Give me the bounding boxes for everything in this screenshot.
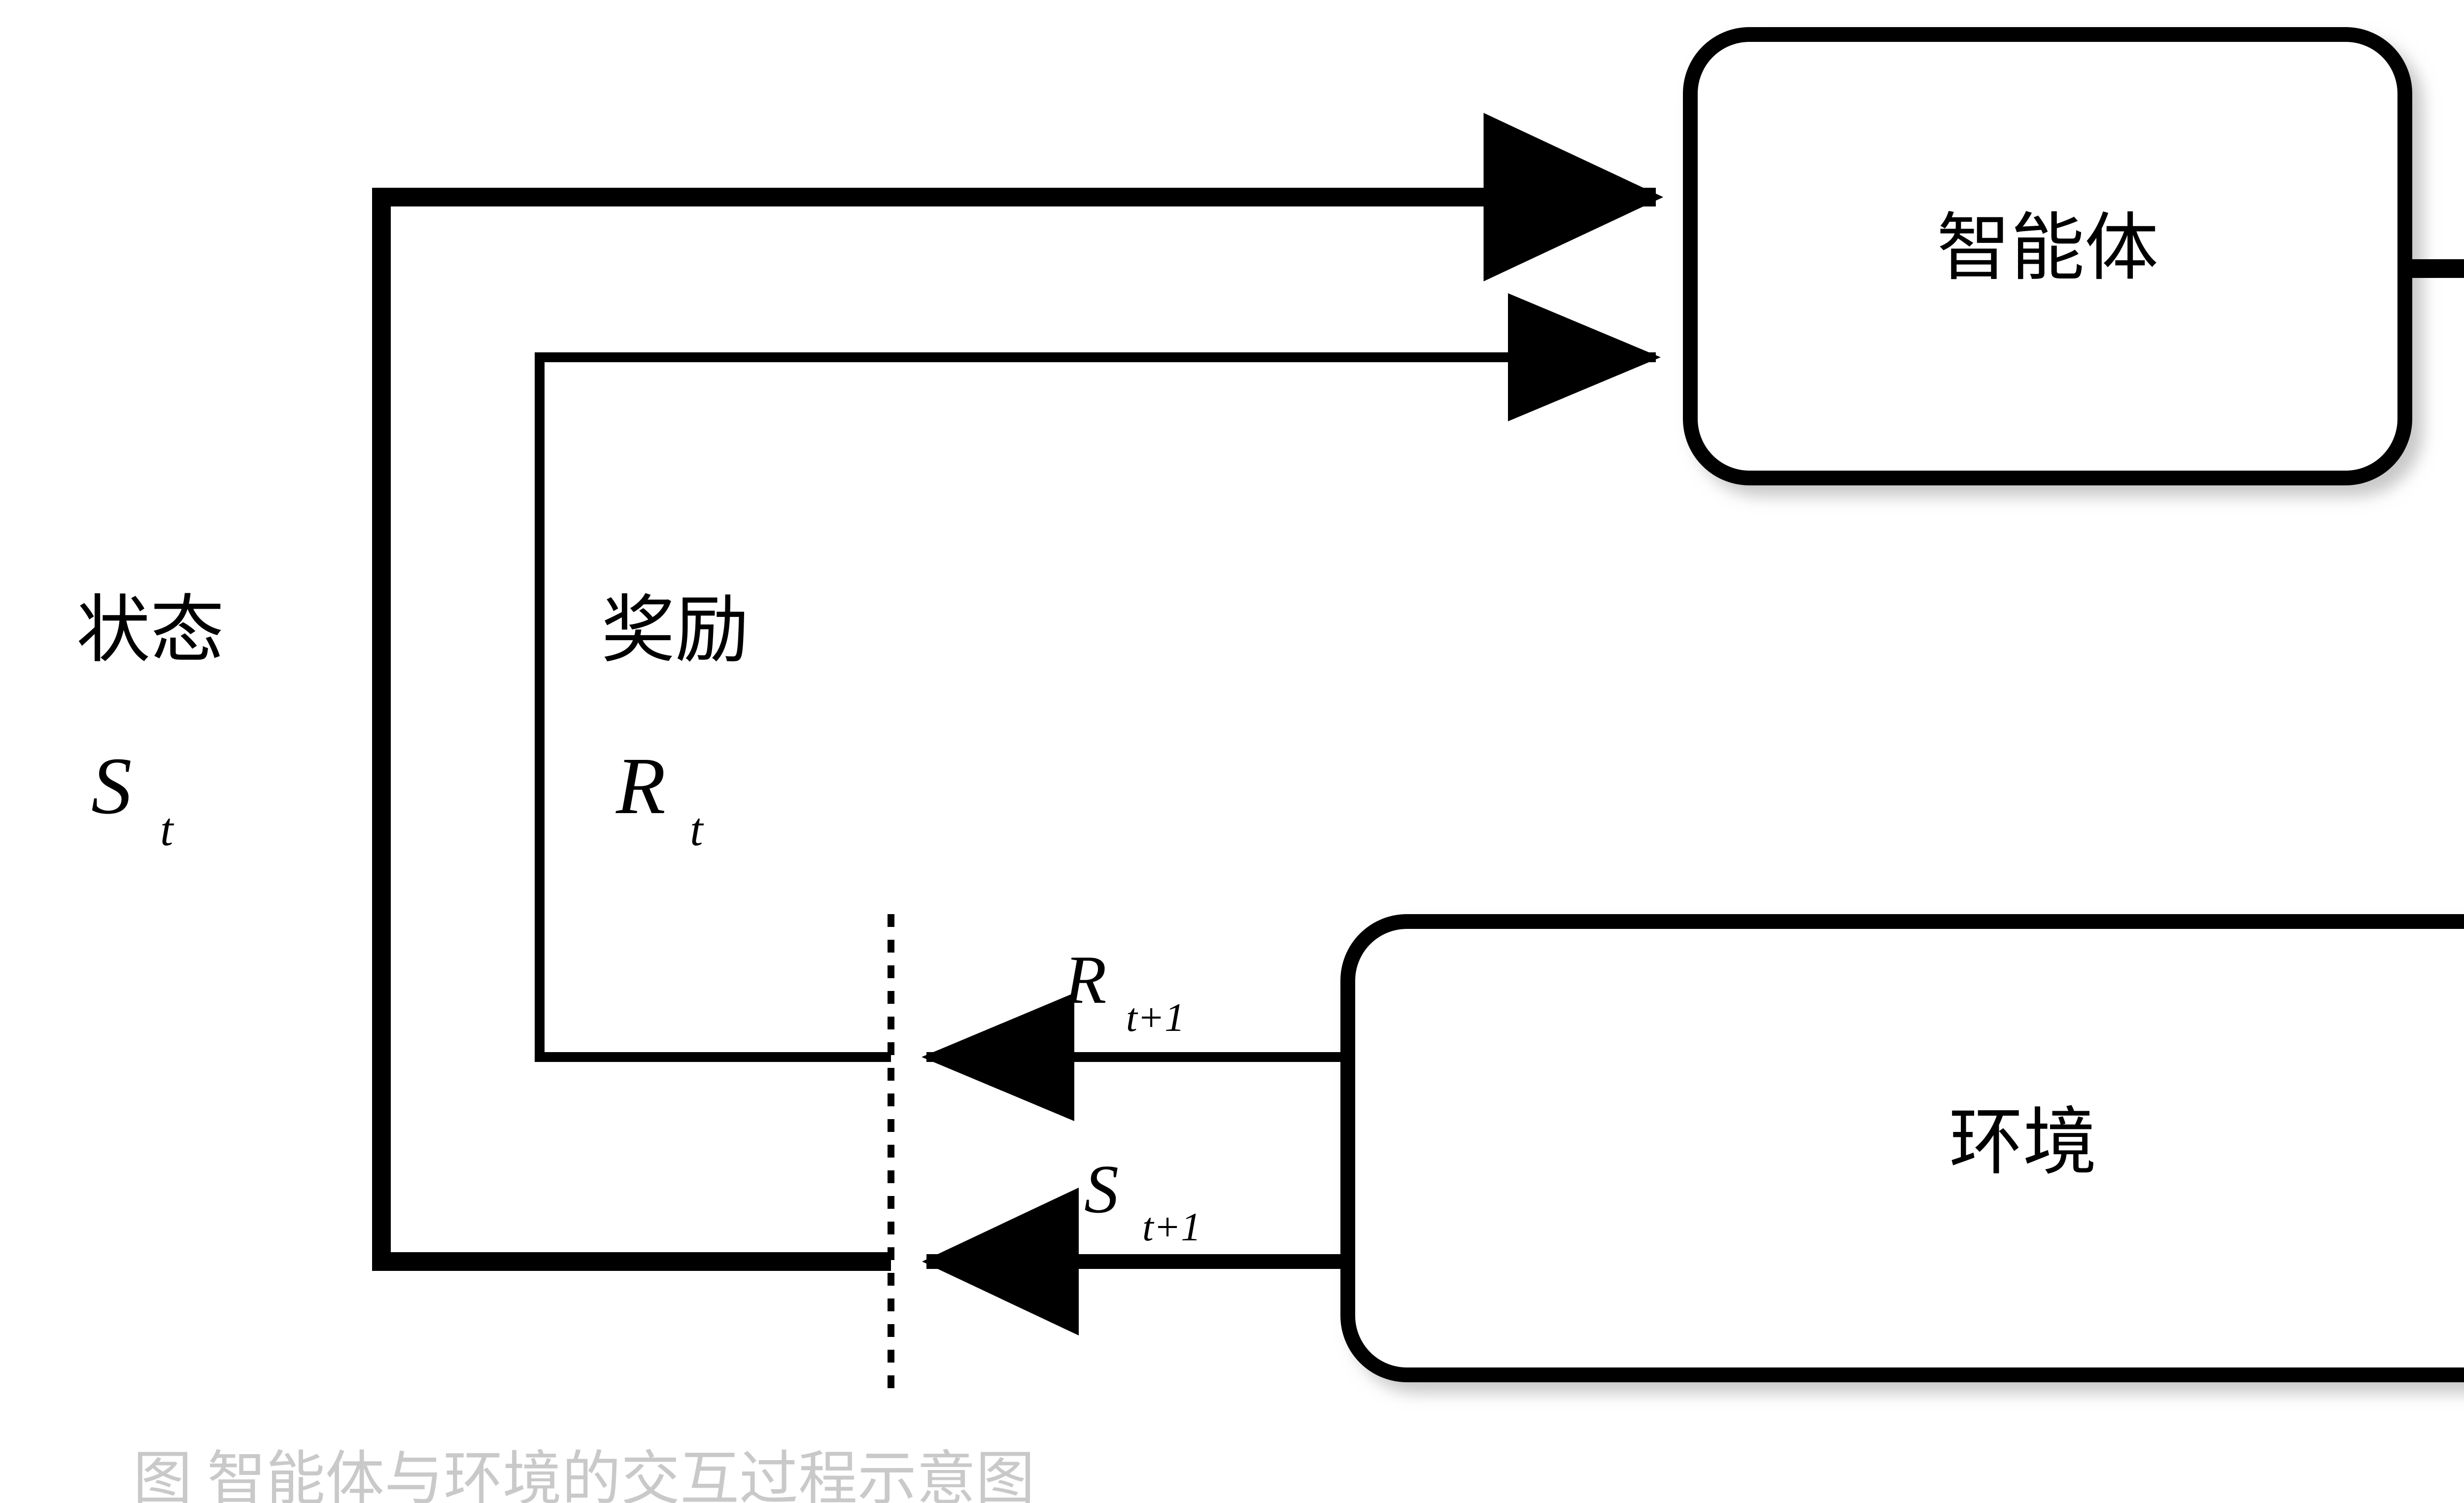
state-next-symbol: S: [1084, 1151, 1119, 1228]
state-label-group: 状态 S t: [76, 590, 224, 855]
reward-label-group: 奖励 R t: [601, 590, 749, 855]
reward-next-symbol: R: [1064, 942, 1107, 1018]
reward-next-label-group: R t+1: [1064, 942, 1185, 1040]
state-feedback-path: [372, 113, 1664, 1271]
reward-feedback-path: [535, 293, 1661, 1062]
reward-symbol-subscript: t: [690, 803, 704, 855]
reward-next-subscript: t+1: [1126, 995, 1185, 1040]
state-next-subscript: t+1: [1142, 1204, 1201, 1249]
state-next-label-group: S t+1: [1084, 1151, 1201, 1249]
state-symbol-subscript: t: [160, 803, 174, 855]
agent-box[interactable]: [1683, 27, 2412, 485]
state-symbol: S: [91, 741, 132, 831]
figure-caption: 图 智能体与环境的交互过程示意图: [133, 1446, 1035, 1503]
reward-name-label: 奖励: [601, 590, 749, 672]
environment-box[interactable]: [1340, 914, 2464, 1382]
agent-label: 智能体: [1937, 207, 2158, 289]
agent-node[interactable]: 智能体: [1683, 27, 2412, 485]
environment-node[interactable]: 环境: [1340, 914, 2464, 1382]
reward-symbol: R: [616, 741, 666, 831]
state-name-label: 状态: [76, 590, 224, 672]
environment-label: 环境: [1949, 1102, 2097, 1184]
